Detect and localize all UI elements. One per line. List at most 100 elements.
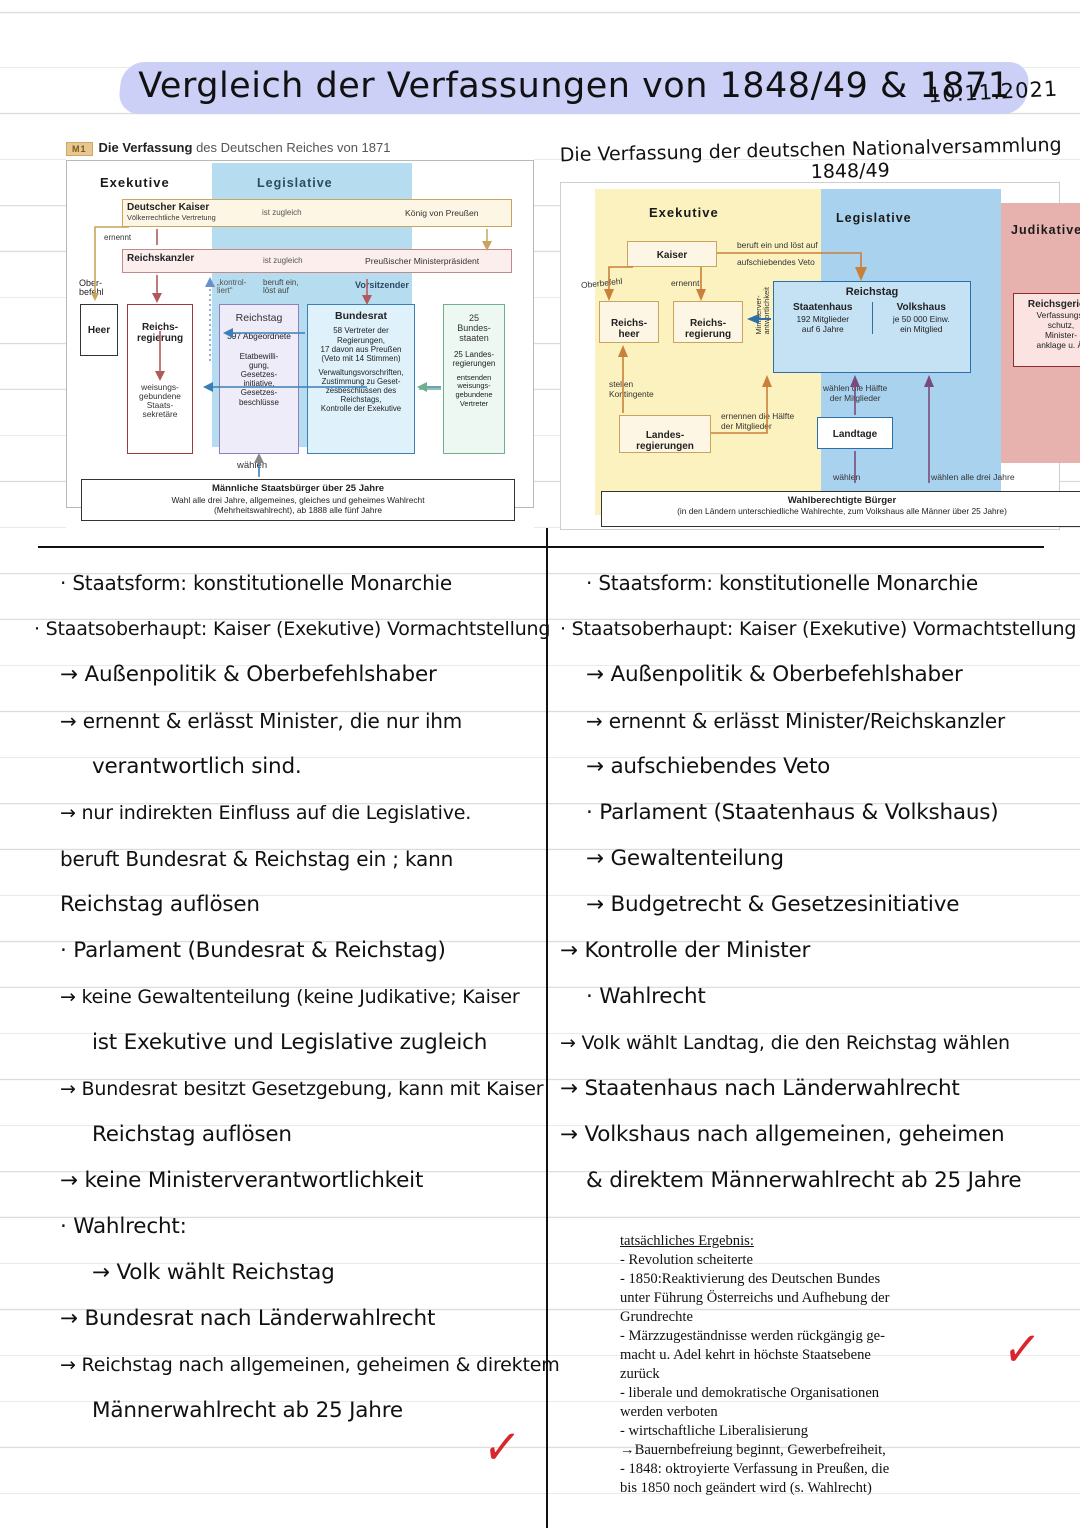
box-koenig-von-preussen: König von Preußen (405, 207, 479, 218)
note-line: → aufschiebendes Veto (586, 754, 831, 779)
box-reichstag-1848-label: Reichstag (845, 286, 899, 298)
box-bundesrat: Bundesrat 58 Vertreter der Regierungen, … (307, 303, 415, 454)
note-line: → Staatenhaus nach Länderwahlrecht (560, 1076, 960, 1101)
note-ist-zugleich-kaiser: ist zugleich (262, 207, 302, 217)
note-waehlen-alle-drei-jahre: wählen alle drei Jahre (931, 472, 1015, 482)
notes-column-1871: · Staatsform: konstitutionelle Monarchie… (34, 560, 560, 1434)
box-heer: Heer (80, 303, 118, 356)
note-line: Reichstag auflösen (92, 1122, 292, 1147)
box-bundesstaaten-sub: 25 Landes- regierungen (452, 349, 496, 368)
note-ist-zugleich-kanzler: ist zugleich (263, 255, 303, 265)
typed-heading: tatsächliches Ergebnis: (620, 1233, 754, 1249)
note-line: ist Exekutive und Legislative zugleich (92, 1030, 488, 1055)
page-title-text: Vergleich der Verfassungen von 1848/49 &… (138, 66, 1011, 106)
box-preussischer-ministerpraesident: Preußischer Ministerpräsident (365, 255, 480, 266)
notes-column-1848: · Staatsform: konstitutionelle Monarchie… (560, 560, 1077, 1204)
note-line: → ernennt & erlässt Minister/Reichskanzl… (586, 709, 1006, 733)
note-waehlen-1848: wählen (833, 472, 861, 482)
box-deutscher-kaiser: Deutscher Kaiser Völkerrechtliche Vertre… (122, 198, 512, 227)
diagram-1848: Exekutive Legislative Judikative Kaiser … (560, 182, 1080, 534)
box-landesregierungen-label: Landes- regierungen (636, 429, 694, 452)
box-deutscher-kaiser-title: Deutscher Kaiser (127, 201, 210, 213)
note-line: → keine Ministerverantwortlichkeit (60, 1168, 424, 1193)
check-mark-left: ✓ (480, 1415, 524, 1481)
note-line: · Staatsform: konstitutionelle Monarchie (586, 571, 979, 595)
arrows-1871 (91, 225, 492, 477)
box-reichskanzler: Reichskanzler ist zugleich Preußischer M… (122, 248, 512, 273)
note-line: · Staatsoberhaupt: Kaiser (Exekutive) Vo… (560, 618, 1077, 640)
label-exekutive-1848: Exekutive (649, 205, 719, 220)
box-bundesstaaten: 25 Bundes- staaten 25 Landes- regierunge… (443, 303, 505, 454)
note-line: → Budgetrecht & Gesetzesinitiative (586, 892, 960, 917)
box-volkshaus-sub: je 50 000 Einw. ein Mitglied (892, 313, 950, 334)
footer-1848-bold: Wahlberechtigte Bürger (787, 495, 897, 506)
box-reichsregierung-1848-label: Reichs- regierung (684, 317, 732, 340)
arrows-1848 (604, 252, 934, 483)
note-line: → ernennt & erlässt Minister, die nur ih… (60, 709, 463, 733)
footer-1848-sub: (in den Ländern unterschiedliche Wahlrec… (677, 505, 1007, 516)
note-line: → Außenpolitik & Oberbefehlshaber (586, 662, 963, 687)
note-line: → nur indirekten Einfluss auf die Legisl… (60, 802, 472, 824)
note-line: → Bundesrat besitzt Gesetzgebung, kann m… (60, 1078, 544, 1100)
typed-line: macht u. Adel kehrt in höchste Staatsebe… (620, 1346, 871, 1363)
box-bundesstaaten-label: 25 Bundes- staaten (457, 312, 491, 344)
box-wahlberechtigte-buerger: Wahlberechtigte Bürger (in den Ländern u… (601, 491, 1080, 527)
box-bundesrat-sub: 58 Vertreter der Regierungen, 17 davon a… (320, 326, 402, 363)
note-ernennt-1848: ernennt (671, 278, 700, 288)
typed-line: →Bauernbefreiung beginnt, Gewerbefreihei… (620, 1441, 886, 1458)
typed-line: - Märzzugeständnisse werden rückgängig g… (620, 1327, 886, 1344)
box-volkshaus: Volkshaus je 50 000 Einw. ein Mitglied (873, 302, 971, 333)
note-waehlen-haelfte: wählen die Hälfte der Mitglieder (823, 383, 888, 404)
typed-result-block: tatsächliches Ergebnis: - Revolution sch… (620, 1232, 1020, 1498)
horizontal-divider (38, 546, 1044, 548)
typed-line: - 1850:Reaktivierung des Deutschen Bunde… (620, 1270, 881, 1287)
note-beruft-ein-loest-auf-1848: beruft ein und löst auf (737, 240, 818, 250)
vertical-divider (546, 528, 548, 1528)
note-stellen-kontingente: stellen Kontingente (609, 379, 654, 400)
box-bundesrat-sub2: Verwaltungsvorschriften, Zustimmung zu G… (318, 368, 404, 413)
note-beruft-ein-loest-auf: beruft ein, löst auf (263, 277, 299, 296)
diagram-1871-body: Exekutive Legislative Deutscher Kaiser V… (66, 159, 534, 521)
box-deutscher-kaiser-sub: Völkerrechtliche Vertretung (127, 212, 216, 222)
footer-1871-sub: Wahl alle drei Jahre, allgemeines, gleic… (171, 495, 425, 516)
diagram-1871-caption-rest: des Deutschen Reiches von 1871 (192, 140, 391, 155)
note-line: · Parlament (Bundesrat & Reichstag) (60, 938, 446, 963)
box-landtage: Landtage (817, 417, 893, 449)
typed-line: - Revolution scheiterte (620, 1251, 753, 1268)
typed-line: unter Führung Österreichs und Aufhebung … (620, 1289, 890, 1306)
box-reichstag-kompetenzen: Etatbewilli- gung, Gesetzes- initiative,… (238, 351, 280, 407)
box-reichsheer: Reichs- heer (599, 301, 659, 343)
box-heer-label: Heer (87, 324, 111, 336)
box-staatenhaus-label: Staatenhaus (793, 302, 853, 314)
box-maennliche-staatsbuerger: Männliche Staatsbürger über 25 Jahre Wah… (81, 478, 515, 521)
note-line: & direktem Männerwahlrecht ab 25 Jahre (586, 1168, 1022, 1193)
box-reichsgericht-label: Reichsgericht (1027, 299, 1080, 310)
typed-line: bis 1850 noch geändert wird (s. Wahlrech… (620, 1479, 872, 1496)
note-line: Reichstag auflösen (60, 892, 260, 917)
typed-line: - wirtschaftliche Liberalisierung (620, 1422, 809, 1439)
box-landtage-label: Landtage (832, 429, 878, 440)
note-line: → Volk wählt Reichstag (92, 1260, 335, 1285)
check-mark-right: ✓ (1000, 1317, 1044, 1383)
note-kontrolliert: „kontrol- liert“ (217, 277, 247, 296)
diagram-1848-body: Exekutive Legislative Judikative Kaiser … (560, 182, 1080, 530)
note-line: → Außenpolitik & Oberbefehlshaber (60, 662, 437, 687)
note-line: → Volkshaus nach allgemeinen, geheimen (560, 1122, 1005, 1147)
note-line: · Parlament (Staatenhaus & Volkshaus) (586, 800, 999, 825)
box-volkshaus-label: Volkshaus (896, 302, 946, 314)
label-judikative-1848: Judikative (1011, 223, 1080, 237)
note-line: beruft Bundesrat & Reichstag ein ; kann (60, 847, 454, 871)
typed-line: - 1848: oktroyierte Verfassung in Preuße… (620, 1460, 890, 1477)
box-staatenhaus-sub: 192 Mitglieder auf 6 Jahre (796, 313, 850, 334)
note-aufschiebendes-veto: aufschiebendes Veto (737, 257, 815, 267)
note-line: · Staatsform: konstitutionelle Monarchie (60, 571, 453, 595)
footer-1871-bold: Männliche Staatsbürger über 25 Jahre (211, 482, 385, 494)
note-line: → keine Gewaltenteilung (keine Judikativ… (60, 986, 520, 1008)
box-kaiser-1848: Kaiser (627, 241, 717, 267)
note-ernennen-haelfte: ernennen die Hälfte der Mitglieder (721, 411, 795, 432)
box-reichsheer-label: Reichs- heer (610, 317, 648, 340)
box-reichstag-abgeordnete: 397 Abgeordnete (227, 331, 291, 342)
